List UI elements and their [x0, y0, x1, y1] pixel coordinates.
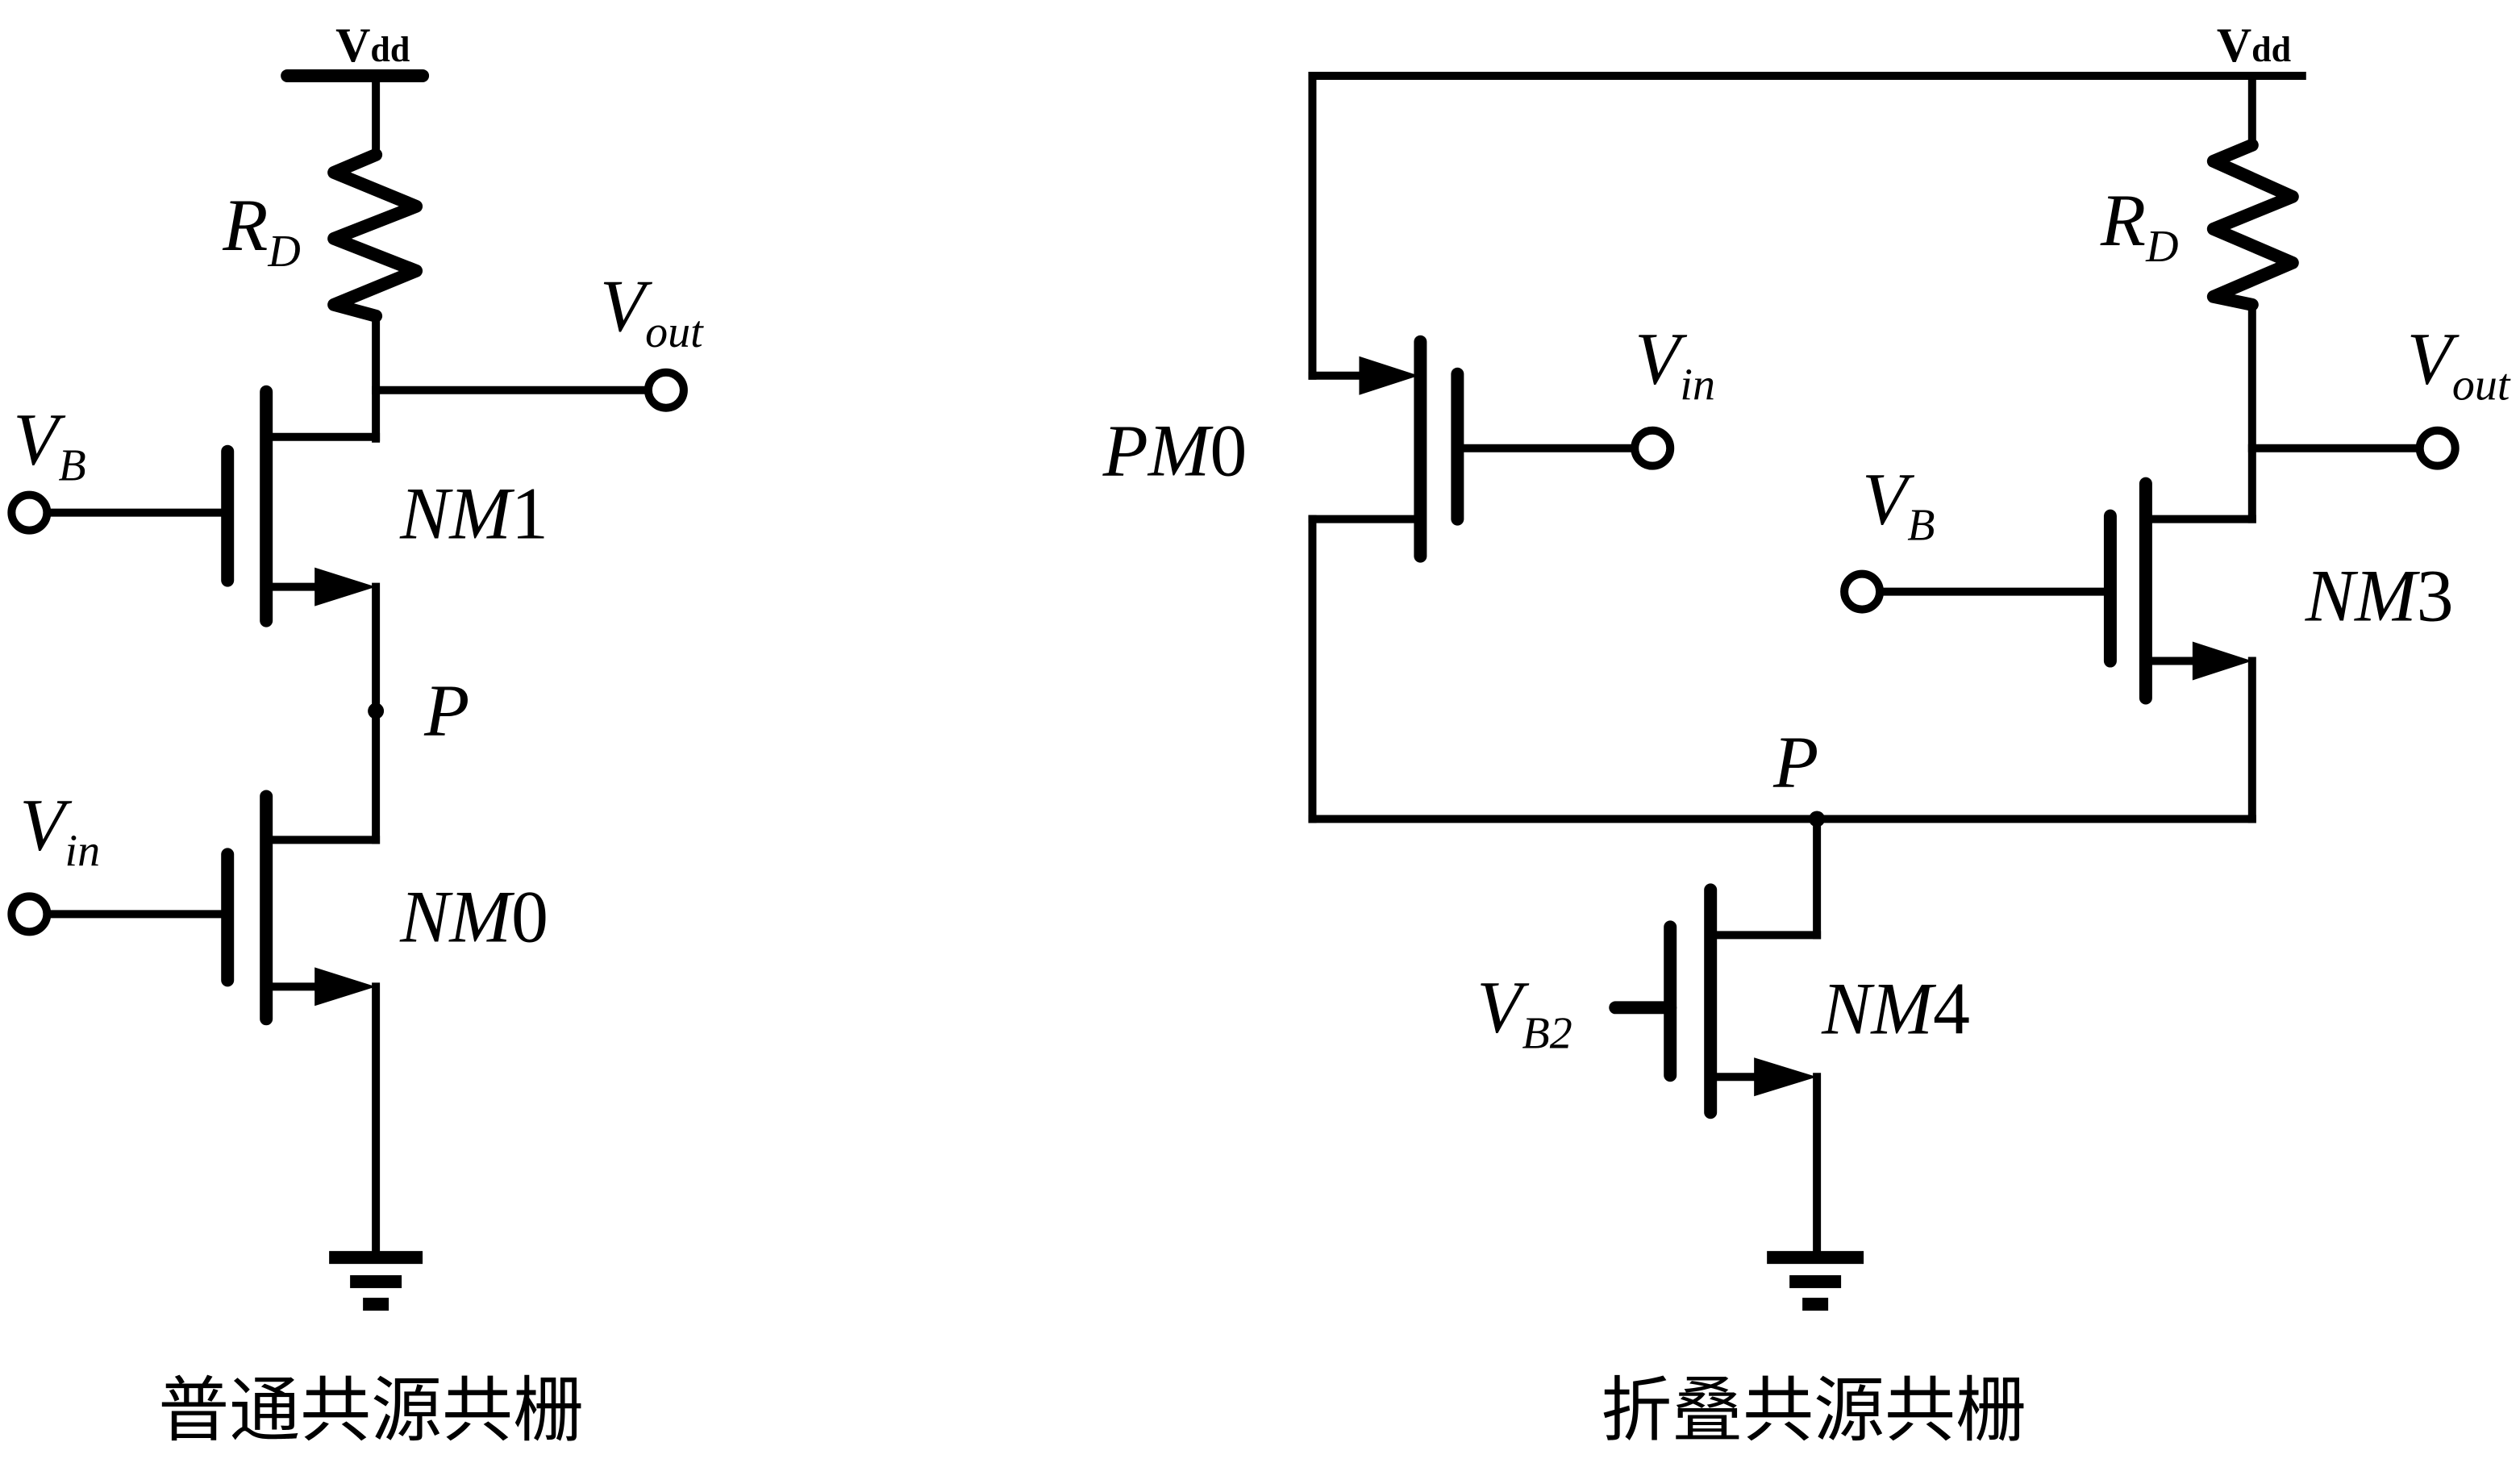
left-vb-terminal[interactable] — [7, 490, 52, 535]
right-vb-label: VB — [1862, 458, 1935, 551]
right-resistor-rd — [2206, 138, 2299, 311]
left-vin-terminal[interactable] — [7, 892, 52, 936]
right-rd-label: RD — [2100, 179, 2179, 272]
right-circuit: Vdd Vin PM0 P RD Vout — [1102, 19, 2511, 1452]
left-vdd-label: Vdd — [335, 19, 410, 72]
right-vdd-label: Vdd — [2217, 19, 2291, 72]
right-vout-terminal[interactable] — [2415, 426, 2460, 470]
right-nm3-label: NM3 — [2305, 555, 2454, 637]
left-caption: 普通共源共栅 — [158, 1369, 584, 1452]
right-vout-label: Vout — [2407, 318, 2511, 411]
nm1-source-arrow-icon — [314, 567, 377, 607]
right-caption: 折叠共源共栅 — [1601, 1369, 2026, 1452]
left-vout-label: Vout — [600, 265, 704, 357]
nm0-source-arrow-icon — [314, 967, 377, 1007]
left-ground-icon — [329, 1251, 423, 1311]
right-node-p-label: P — [1772, 720, 1818, 802]
right-pm0-transistor: Vin PM0 — [1102, 318, 1715, 563]
right-nm3-transistor: VB NM3 — [1840, 458, 2454, 705]
right-vb2-label: VB2 — [1477, 965, 1572, 1058]
right-ground-icon — [1767, 1251, 1864, 1311]
left-circuit: Vdd RD Vout VB NM1 P — [7, 19, 704, 1452]
right-pm0-label: PM0 — [1102, 410, 1248, 492]
left-nm0-transistor: Vin NM0 — [7, 783, 548, 1026]
right-vin-terminal[interactable] — [1631, 426, 1675, 470]
left-rd-label: RD — [222, 184, 301, 277]
nm3-source-arrow-icon — [2192, 641, 2252, 681]
left-node-p-label: P — [423, 669, 469, 751]
left-vin-label: Vin — [19, 783, 100, 876]
nm4-source-arrow-icon — [1754, 1057, 1818, 1097]
right-nm4-transistor: VB2 NM4 — [1477, 883, 1970, 1119]
left-nm1-transistor: VB NM1 — [7, 385, 548, 627]
right-vb-terminal[interactable] — [1840, 569, 1885, 614]
left-node-p-dot — [368, 702, 385, 719]
left-nm0-label: NM0 — [399, 875, 548, 957]
pm0-source-arrow-icon — [1359, 356, 1419, 395]
left-resistor-rd — [327, 148, 423, 323]
right-nm4-label: NM4 — [1821, 967, 1970, 1049]
left-nm1-label: NM1 — [399, 473, 548, 555]
left-vb-label: VB — [13, 398, 85, 491]
right-vin-label: Vin — [1635, 318, 1715, 411]
left-vout-terminal[interactable] — [644, 368, 688, 412]
